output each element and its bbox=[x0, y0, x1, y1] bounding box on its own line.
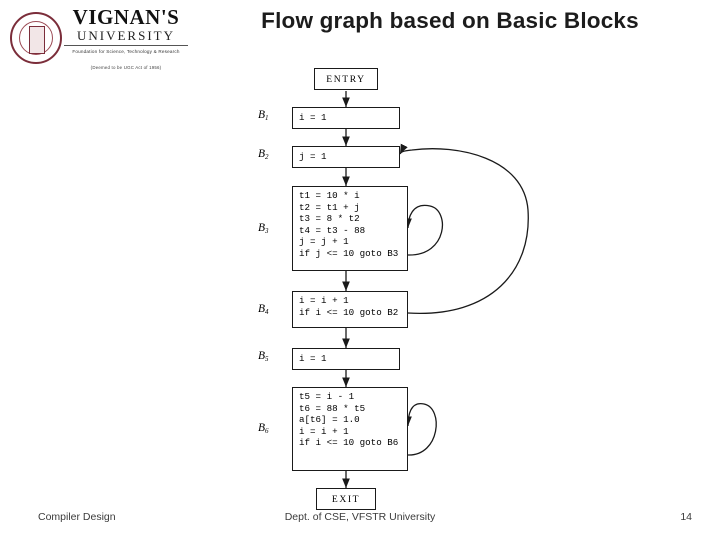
block-label-b1: B1 bbox=[258, 109, 269, 122]
block-b6-code: t5 = i - 1 t6 = 88 * t5 a[t6] = 1.0 i = … bbox=[299, 391, 399, 449]
block-b5: i = 1 bbox=[292, 348, 400, 370]
block-b2-code: j = 1 bbox=[299, 151, 327, 163]
logo-subtext: (Deemed to be UGC Act of 1956) bbox=[90, 65, 162, 70]
university-logo: VIGNAN'S UNIVERSITY Foundation for Scien… bbox=[8, 4, 188, 88]
footer-page-number: 14 bbox=[680, 511, 692, 523]
block-b6: t5 = i - 1 t6 = 88 * t5 a[t6] = 1.0 i = … bbox=[292, 387, 408, 471]
block-label-b3: B3 bbox=[258, 222, 269, 235]
block-b1-code: i = 1 bbox=[299, 112, 327, 124]
logo-name: VIGNAN'S bbox=[72, 5, 180, 29]
exit-label: EXIT bbox=[331, 493, 361, 505]
block-label-b4: B4 bbox=[258, 303, 269, 316]
footer-department: Dept. of CSE, VFSTR University bbox=[284, 511, 436, 523]
footer-course: Compiler Design bbox=[38, 511, 116, 523]
block-b5-code: i = 1 bbox=[299, 353, 327, 365]
entry-node: ENTRY bbox=[314, 68, 378, 90]
block-b4: i = i + 1 if i <= 10 goto B2 bbox=[292, 291, 408, 328]
logo-text-group: VIGNAN'S UNIVERSITY Foundation for Scien… bbox=[64, 6, 188, 70]
block-b2: j = 1 bbox=[292, 146, 400, 168]
flow-graph-edges bbox=[342, 91, 529, 488]
slide-footer: Compiler Design Dept. of CSE, VFSTR Univ… bbox=[0, 508, 720, 536]
university-seal-icon bbox=[10, 12, 62, 64]
block-label-b2: B2 bbox=[258, 148, 269, 161]
flow-graph-figure: ENTRY B1 i = 1 B2 j = 1 B3 t1 = 10 * i t… bbox=[236, 60, 566, 515]
block-b3: t1 = 10 * i t2 = t1 + j t3 = 8 * t2 t4 =… bbox=[292, 186, 408, 271]
exit-node: EXIT bbox=[316, 488, 376, 510]
block-label-b6: B6 bbox=[258, 422, 269, 435]
logo-tagline: Foundation for Science, Technology & Res… bbox=[72, 49, 180, 54]
entry-label: ENTRY bbox=[326, 73, 366, 85]
block-label-b5: B5 bbox=[258, 350, 269, 363]
block-b3-code: t1 = 10 * i t2 = t1 + j t3 = 8 * t2 t4 =… bbox=[299, 190, 399, 259]
page-title: Flow graph based on Basic Blocks bbox=[261, 8, 639, 33]
block-b1: i = 1 bbox=[292, 107, 400, 129]
block-b4-code: i = i + 1 if i <= 10 goto B2 bbox=[299, 295, 399, 318]
logo-university: UNIVERSITY bbox=[64, 28, 188, 46]
